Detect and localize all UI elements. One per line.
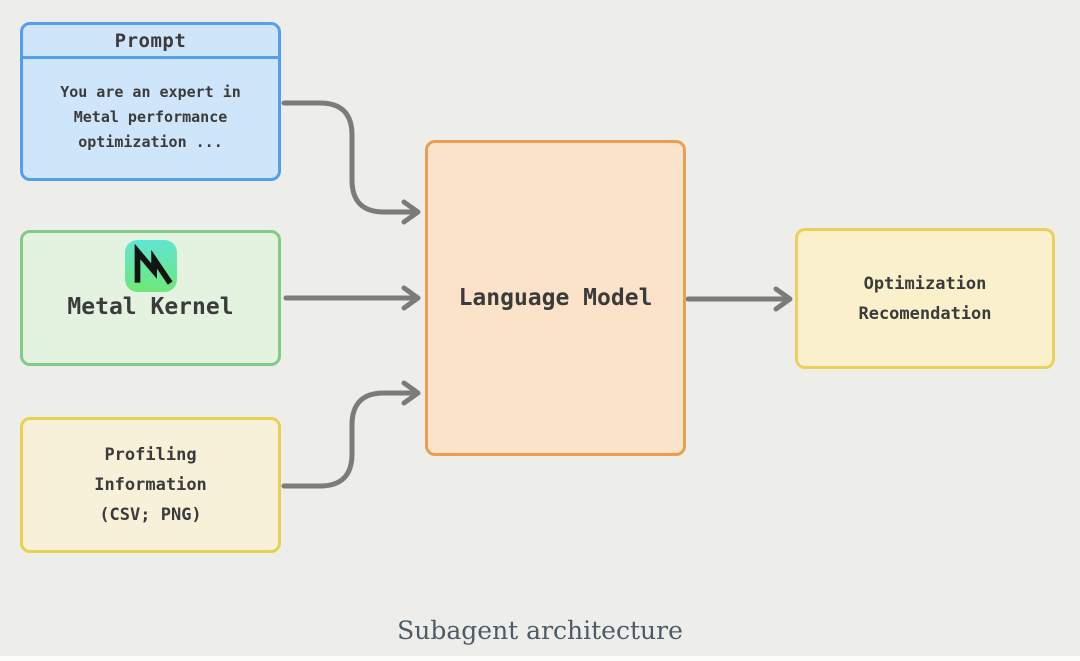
prompt-node: Prompt You are an expert in Metal perfor…	[20, 22, 281, 181]
optimization-line: Optimization	[863, 273, 987, 294]
prompt-node-body: You are an expert in Metal performance o…	[23, 59, 278, 175]
language-model-node: Language Model	[425, 140, 686, 456]
metal-kernel-label: Metal Kernel	[67, 294, 234, 320]
prompt-body-line: You are an expert in	[60, 82, 241, 101]
prompt-body-line: Metal performance	[73, 107, 228, 126]
profiling-node: Profiling Information (CSV; PNG)	[20, 417, 281, 553]
prompt-body-line: optimization ...	[78, 132, 223, 151]
profiling-line: Information	[94, 475, 207, 495]
profiling-line: Profiling	[104, 445, 197, 465]
diagram-caption: Subagent architecture	[397, 616, 683, 645]
arrow-profiling-to-lm	[281, 380, 421, 489]
language-model-label: Language Model	[458, 285, 653, 311]
bottom-strip	[0, 656, 1080, 661]
prompt-node-title: Prompt	[23, 25, 278, 59]
profiling-line: (CSV; PNG)	[99, 505, 202, 525]
arrow-prompt-to-lm	[281, 100, 421, 225]
metal-kernel-node: Metal Kernel	[20, 230, 281, 366]
optimization-line: Recomendation	[858, 303, 992, 324]
metal-logo-icon	[124, 240, 177, 292]
optimization-recommendation-node: Optimization Recomendation	[795, 228, 1055, 369]
